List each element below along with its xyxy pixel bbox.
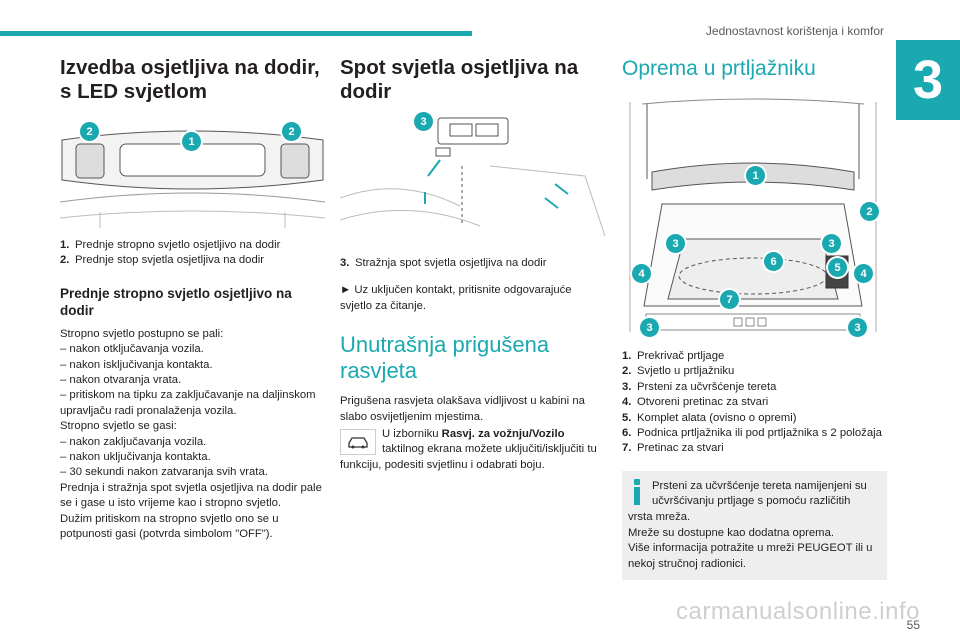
header-accent-bar xyxy=(0,31,472,36)
legend-item: 3.Prsteni za učvršćenje tereta xyxy=(622,380,777,393)
boot-figure: 1 2 3 3 6 5 4 4 7 3 3 xyxy=(622,94,884,339)
section-title: Oprema u prtljažniku xyxy=(622,57,816,80)
legend-item: 4.Otvoreni pretinac za stvari xyxy=(622,396,769,409)
callout-badge: 2 xyxy=(282,122,301,141)
callout-badge: 2 xyxy=(860,202,879,221)
legend-item: 3.Stražnja spot svjetla osjetljiva na do… xyxy=(340,257,547,269)
legend-item: 2.Svjetlo u prtljažniku xyxy=(622,365,735,378)
callout-badge: 3 xyxy=(414,112,433,131)
callout-badge: 5 xyxy=(828,258,847,277)
body-text: Prigušena rasvjeta olakšava vidljivost u… xyxy=(340,395,585,423)
figure-legend: 1.Prednje stropno svjetlo osjetljivo na … xyxy=(60,238,325,269)
section-header: Jednostavnost korištenja i komfor xyxy=(705,24,884,38)
front-ceiling-light-figure: 2 1 2 xyxy=(59,118,326,228)
section-title: Unutrašnja prigušena rasvjeta xyxy=(340,332,550,384)
callout-badge: 3 xyxy=(640,318,659,337)
page-number: 55 xyxy=(906,618,920,632)
boot-illustration xyxy=(629,98,877,332)
watermark: carmanualsonline.info xyxy=(676,598,920,625)
column-boot-equipment: Oprema u prtljažniku 1 2 3 3 6 5 4 4 7 3… xyxy=(622,56,887,581)
info-box: Prsteni za učvršćenje tereta namijenjeni… xyxy=(622,470,887,581)
menu-instruction: U izborniku Rasvj. za vožnju/Vozilo takt… xyxy=(340,428,597,471)
callout-badge: 4 xyxy=(854,264,873,283)
figure-legend: 3.Stražnja spot svjetla osjetljiva na do… xyxy=(340,256,605,271)
callout-badge: 4 xyxy=(632,264,651,283)
legend-item: 2.Prednje stop svjetla osjetljiva na dod… xyxy=(60,254,265,267)
car-icon xyxy=(340,429,376,456)
legend-item: 6.Podnica prtljažnika ili pod prtljažnik… xyxy=(622,427,882,440)
callout-badge: 3 xyxy=(822,234,841,253)
body-text: Stropno svjetlo postupno se pali: – nako… xyxy=(60,327,322,541)
callout-badge: 3 xyxy=(666,234,685,253)
subsection-title: Prednje stropno svjetlo osjetljivo na do… xyxy=(60,285,292,318)
section-title: Spot svjetla osjetljiva na dodir xyxy=(340,56,579,103)
legend-item: 1.Prekrivač prtljage xyxy=(622,350,725,362)
section-title: Izvedba osjetljiva na dodir, s LED svjet… xyxy=(60,56,320,103)
callout-badge: 3 xyxy=(848,318,867,337)
legend-item: 1.Prednje stropno svjetlo osjetljivo na … xyxy=(60,239,281,251)
spot-light-figure: 3 xyxy=(339,112,606,246)
callout-badge: 7 xyxy=(720,290,739,309)
callout-badge: 1 xyxy=(746,166,765,185)
callout-badge: 6 xyxy=(764,252,783,271)
legend-item: 7.Pretinac za stvari xyxy=(622,442,724,455)
info-icon xyxy=(628,478,646,507)
column-touch-led: Izvedba osjetljiva na dodir, s LED svjet… xyxy=(59,56,326,543)
figure-legend: 1.Prekrivač prtljage 2.Svjetlo u prtljaž… xyxy=(622,349,887,457)
column-spot-lights: Spot svjetla osjetljiva na dodir 3 3.Str… xyxy=(339,56,606,473)
chapter-tab: 3 xyxy=(896,40,960,120)
callout-badge: 1 xyxy=(182,132,201,151)
instruction-text: ► Uz uključen kontakt, pritisnite odgova… xyxy=(340,284,572,312)
legend-item: 5.Komplet alata (ovisno o opremi) xyxy=(622,411,797,424)
callout-badge: 2 xyxy=(80,122,99,141)
spot-light-illustration xyxy=(339,117,606,237)
